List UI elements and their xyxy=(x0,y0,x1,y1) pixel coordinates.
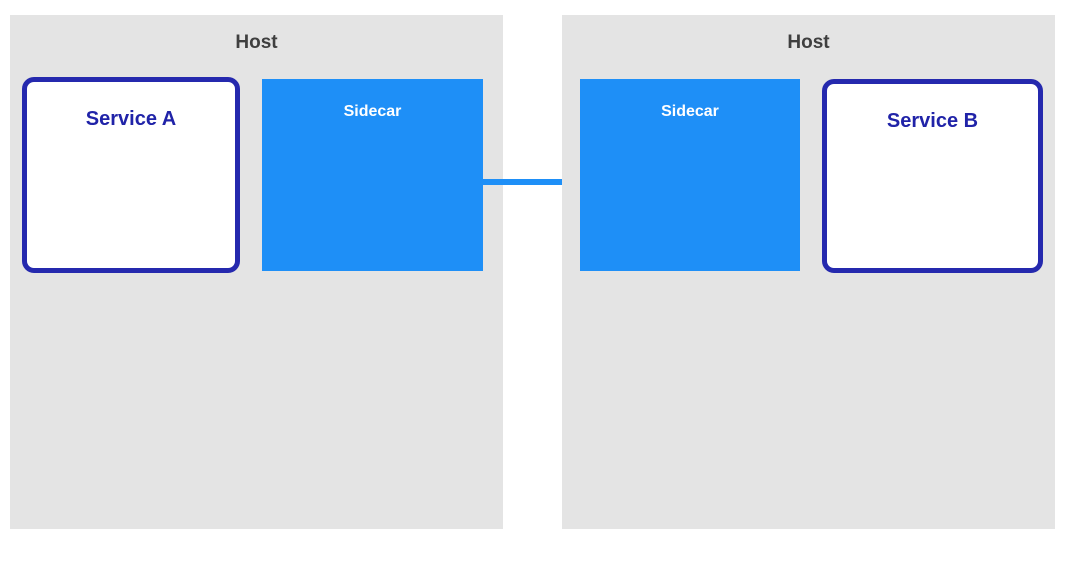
service-b-label: Service B xyxy=(886,110,979,132)
sidecar-right-label: Sidecar xyxy=(661,103,719,120)
host-right-title: Host xyxy=(787,32,830,53)
host-container-right: Host Sidecar Service B xyxy=(562,15,1055,529)
host-left-title: Host xyxy=(235,32,278,53)
service-a-label: Service A xyxy=(85,108,177,130)
sidecar-box-left: Sidecar xyxy=(262,79,483,271)
host-container-left: Host Service A Sidecar xyxy=(10,15,503,529)
sidecar-box-right: Sidecar xyxy=(580,79,800,271)
sidecar-connection-line xyxy=(483,179,580,185)
sidecar-left-label: Sidecar xyxy=(343,103,402,120)
service-b-box: Service B xyxy=(822,79,1043,273)
service-a-box: Service A xyxy=(22,77,240,273)
